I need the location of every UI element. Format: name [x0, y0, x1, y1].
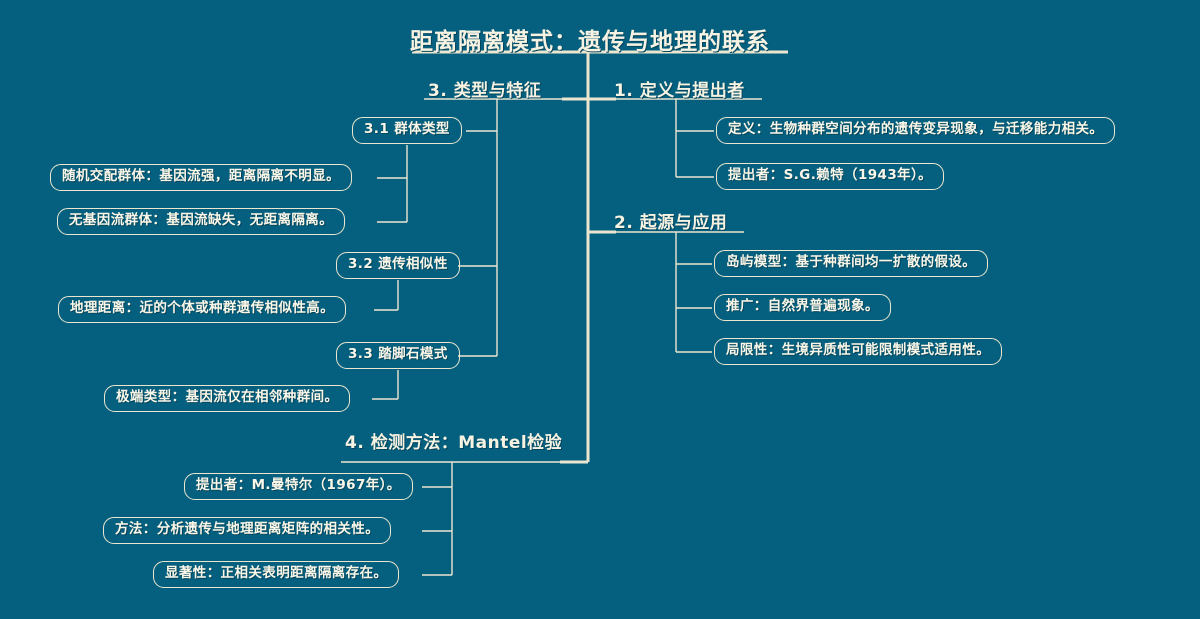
- node-b4-child-2[interactable]: 方法：分析遗传与地理距离矩阵的相关性。: [103, 517, 392, 544]
- node-3-2[interactable]: 3.2 遗传相似性: [336, 252, 460, 279]
- node-b2-child-1[interactable]: 岛屿模型：基于种群间均一扩散的假设。: [714, 250, 989, 277]
- node-b2-child-3[interactable]: 局限性：生境异质性可能限制模式适用性。: [714, 338, 1003, 365]
- node-3-1[interactable]: 3.1 群体类型: [352, 117, 462, 144]
- node-b1-child-1[interactable]: 定义：生物种群空间分布的遗传变异现象，与迁移能力相关。: [716, 117, 1116, 144]
- branch-header-1[interactable]: 1. 定义与提出者: [614, 81, 745, 101]
- branch-header-2[interactable]: 2. 起源与应用: [614, 213, 728, 233]
- node-3-1-child-1[interactable]: 随机交配群体：基因流强，距离隔离不明显。: [50, 164, 352, 191]
- node-b4-child-3[interactable]: 显著性：正相关表明距离隔离存在。: [153, 561, 400, 588]
- node-b4-child-1[interactable]: 提出者：M.曼特尔（1967年）。: [184, 473, 413, 500]
- node-3-3[interactable]: 3.3 踏脚石模式: [336, 342, 460, 369]
- node-3-3-child-1[interactable]: 极端类型：基因流仅在相邻种群间。: [104, 385, 351, 412]
- node-3-1-child-2[interactable]: 无基因流群体：基因流缺失，无距离隔离。: [57, 208, 346, 235]
- root-title[interactable]: 距离隔离模式：遗传与地理的联系: [410, 29, 770, 55]
- branch-header-3[interactable]: 3. 类型与特征: [428, 81, 542, 101]
- node-b2-child-2[interactable]: 推广：自然界普遍现象。: [714, 294, 891, 321]
- branch-header-4[interactable]: 4. 检测方法：Mantel检验: [345, 433, 563, 453]
- node-b1-child-2[interactable]: 提出者：S.G.赖特（1943年）。: [716, 163, 945, 190]
- node-3-2-child-1[interactable]: 地理距离：近的个体或种群遗传相似性高。: [58, 296, 347, 323]
